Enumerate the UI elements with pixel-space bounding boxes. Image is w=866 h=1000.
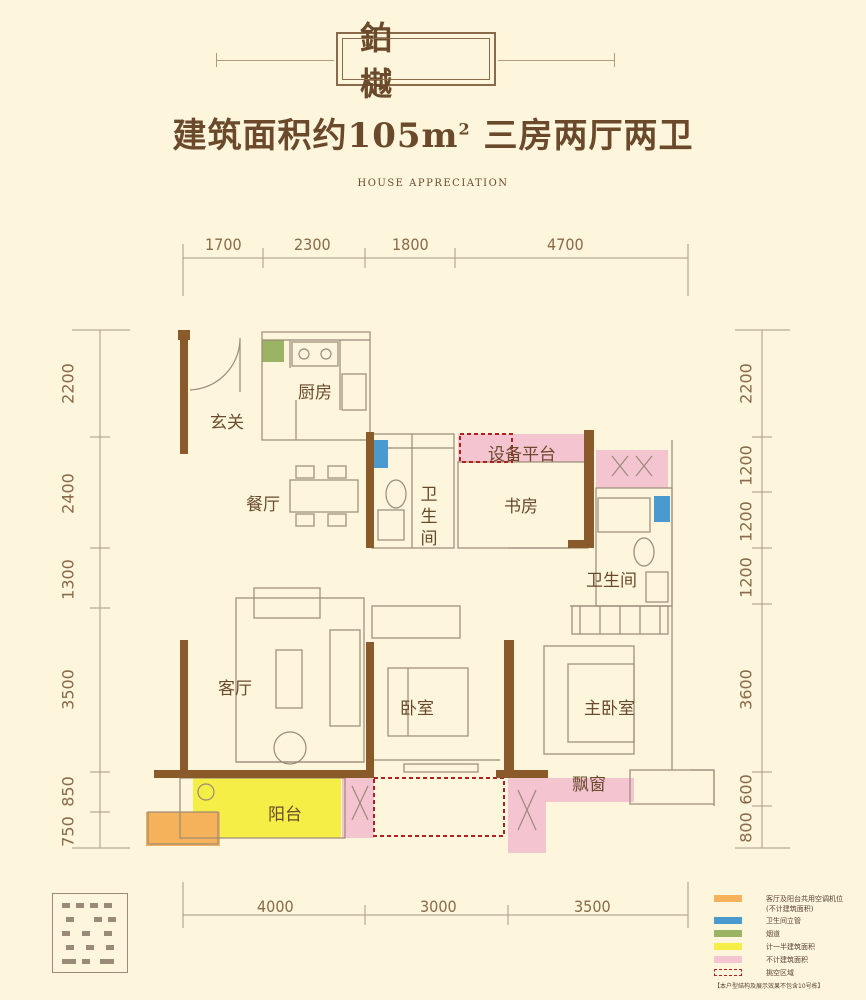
legend-swatch-pink [714, 956, 742, 963]
room-entrance: 玄关 [210, 413, 244, 433]
legend-item-ac: 客厅及阳台共用空调机位(不计建筑面积) [714, 895, 864, 915]
dim-right-1: 2200 [736, 363, 756, 404]
subtitle-prefix: 建筑面积约105m [172, 116, 459, 156]
dim-left-3: 1300 [58, 559, 78, 600]
pink-zone-3 [596, 450, 668, 488]
floorplan-subtitle: 建筑面积约105m2 三房两厅两卫 [0, 108, 866, 157]
room-study: 书房 [504, 497, 538, 517]
flue-green [262, 340, 284, 362]
legend-item-flue: 烟道 [714, 930, 864, 950]
legend-item-void: 挑空区域 [714, 969, 864, 989]
dim-top-2: 2300 [294, 235, 331, 254]
dim-right-4: 1200 [736, 557, 756, 598]
room-equipment-platform: 设备平台 [488, 445, 556, 465]
color-zones [146, 340, 670, 853]
legend-item-no-area: 不计建筑面积 [714, 956, 864, 976]
dim-right-7: 800 [736, 812, 756, 843]
pink-zone-2 [508, 775, 546, 853]
legend-label-flue: 烟道 [766, 930, 780, 938]
footnote: 【本户型结构及展示效果不包含10号栋】 [714, 983, 824, 990]
room-balcony: 阳台 [268, 805, 302, 825]
title-box: 鉑 樾 [336, 19, 496, 103]
subtitle-suffix: 三房两厅两卫 [470, 116, 694, 156]
room-master-bedroom: 主卧室 [584, 699, 635, 719]
title-deco-end-right [614, 53, 615, 67]
legend-swatch-yellow [714, 943, 742, 950]
room-living: 客厅 [218, 679, 252, 699]
title-deco-line-left [216, 60, 334, 61]
void-zone-1 [459, 433, 513, 463]
dim-top-1: 1700 [205, 235, 242, 254]
dim-bottom-2: 3000 [420, 897, 457, 916]
bay-window-pink [546, 778, 634, 802]
equipment-platform-pink [458, 434, 588, 462]
legend-swatch-orange [714, 895, 742, 902]
pipe-blue-1 [374, 440, 388, 468]
ac-unit-orange [146, 812, 220, 846]
dim-right-3: 1200 [736, 501, 756, 542]
dim-bottom-3: 3500 [574, 897, 611, 916]
legend-swatch-green [714, 930, 742, 937]
void-zone-2 [373, 777, 505, 837]
room-kitchen: 厨房 [298, 383, 332, 403]
legend-label-no-area: 不计建筑面积 [766, 956, 808, 964]
english-subtitle: HOUSE APPRECIATION [357, 178, 509, 189]
legend-swatch-red-dashed [714, 969, 742, 976]
legend-swatch-blue [714, 917, 742, 924]
legend-label-void: 挑空区域 [766, 969, 794, 977]
dim-top-4: 4700 [547, 235, 584, 254]
dim-left-6: 750 [58, 816, 78, 847]
dim-left-1: 2200 [58, 363, 78, 404]
title-deco-end-left [216, 53, 217, 67]
dim-right-2: 1200 [736, 445, 756, 486]
site-minimap [52, 893, 128, 973]
room-bathroom-1: 卫生间 [420, 485, 438, 549]
dim-bottom-1: 4000 [257, 897, 294, 916]
room-bay-window: 飘窗 [572, 775, 606, 795]
dim-right-5: 3600 [736, 669, 756, 710]
dim-top-3: 1800 [392, 235, 429, 254]
dim-left-4: 3500 [58, 669, 78, 710]
legend-item-half-area: 计一半建筑面积 [714, 943, 864, 963]
legend-label-ac: 客厅及阳台共用空调机位(不计建筑面积) [766, 895, 843, 913]
title-deco-line-right [498, 60, 614, 61]
room-dining: 餐厅 [246, 495, 280, 515]
legend-label-pipe: 卫生间立管 [766, 917, 801, 925]
room-bedroom: 卧室 [400, 699, 434, 719]
room-bathroom-2: 卫生间 [586, 571, 637, 591]
dim-left-2: 2400 [58, 473, 78, 514]
pipe-blue-2 [654, 496, 670, 522]
subtitle-sup: 2 [458, 119, 471, 139]
legend-label-half-area: 计一半建筑面积 [766, 943, 815, 951]
legend-item-pipe: 卫生间立管 [714, 917, 864, 937]
